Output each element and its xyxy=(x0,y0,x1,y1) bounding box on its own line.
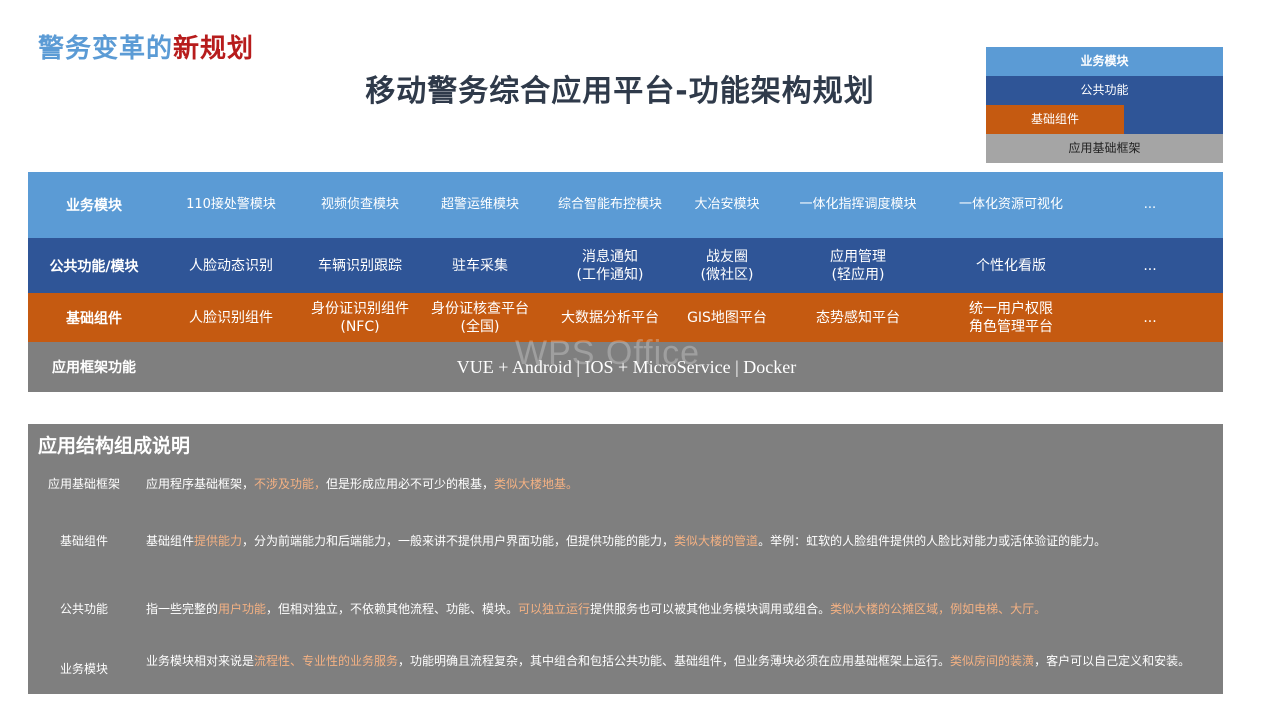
explanation-label: 公共功能 xyxy=(59,602,108,616)
common-cell: 消息通知 (工作通知) xyxy=(576,248,644,283)
business-cell: 一体化资源可视化 xyxy=(958,197,1063,212)
component-cell: 统一用户权限 角色管理平台 xyxy=(969,300,1053,335)
business-cell: 一体化指挥调度模块 xyxy=(799,197,917,212)
legend-business: 业务模块 xyxy=(986,47,1223,76)
common-cell: 人脸动态识别 xyxy=(189,257,273,274)
common-cell: 战友圈 (微社区) xyxy=(700,248,754,283)
row-label-business: 业务模块 xyxy=(66,198,122,214)
layer-legend: 业务模块 公共功能 基础组件 应用基础框架 xyxy=(986,47,1223,163)
common-cell: 应用管理 (轻应用) xyxy=(830,248,886,283)
body-text: ，但相对独立，不依赖其他流程、功能、模块。 xyxy=(266,602,519,616)
body-text: ，功能明确且流程复杂，其中组合和包括公共功能、基础组件，但业务薄块必须在应用基础… xyxy=(398,654,951,668)
component-cell: ... xyxy=(1143,309,1157,326)
legend-components: 基础组件 xyxy=(986,105,1124,134)
highlight-text: 流程性、专业性的业务服务 xyxy=(254,654,399,668)
architecture-grid: 业务模块 110接处警模块 视频侦查模块 超警运维模块 综合智能布控模块 大冶安… xyxy=(28,172,1223,392)
row-label-framework: 应用框架功能 xyxy=(52,360,136,376)
body-text: 业务模块相对来说是 xyxy=(146,654,255,668)
common-cell: 车辆识别跟踪 xyxy=(318,257,402,274)
body-text: ，分为前端能力和后端能力，一般来讲不提供用户界面功能，但提供功能的能力， xyxy=(242,534,675,548)
body-text: 指一些完整的 xyxy=(146,602,219,616)
body-text: 但是形成应用必不可少的根基， xyxy=(326,477,495,491)
explanation-title: 应用结构组成说明 xyxy=(38,435,191,457)
highlight-text: 不涉及功能， xyxy=(254,477,327,491)
component-cell: GIS地图平台 xyxy=(687,309,767,326)
highlight-text: 提供能力 xyxy=(194,534,243,548)
component-cell: 大数据分析平台 xyxy=(561,309,659,326)
business-cell: 视频侦查模块 xyxy=(320,197,399,212)
main-title: 移动警务综合应用平台-功能架构规划 xyxy=(365,74,875,109)
business-cell: 110接处警模块 xyxy=(186,197,276,212)
business-cell: 大冶安模块 xyxy=(694,197,760,212)
explanation-text: 应用程序基础框架，不涉及功能，但是形成应用必不可少的根基，类似大楼地基。 xyxy=(146,475,1216,493)
highlight-text: 用户功能 xyxy=(218,602,267,616)
component-cell: 人脸识别组件 xyxy=(189,309,273,326)
explanation-text: 基础组件提供能力，分为前端能力和后端能力，一般来讲不提供用户界面功能，但提供功能… xyxy=(146,532,1216,550)
highlight-text: 类似大楼的管道 xyxy=(674,534,759,548)
explanation-panel: 应用结构组成说明 应用基础框架 应用程序基础框架，不涉及功能，但是形成应用必不可… xyxy=(28,424,1223,694)
common-cell: 个性化看版 xyxy=(976,257,1046,274)
highlight-text: 类似房间的装潢 xyxy=(950,654,1035,668)
business-cell: 综合智能布控模块 xyxy=(557,197,662,212)
business-cell: 超警运维模块 xyxy=(440,197,519,212)
kicker-part-1: 警务变革的 xyxy=(38,34,174,64)
highlight-text: 类似大楼地基。 xyxy=(494,477,579,491)
body-text: 基础组件 xyxy=(146,534,195,548)
legend-framework: 应用基础框架 xyxy=(986,134,1223,163)
component-cell: 身份证识别组件 (NFC) xyxy=(311,300,409,335)
explanation-text: 业务模块相对来说是流程性、专业性的业务服务，功能明确且流程复杂，其中组合和包括公… xyxy=(146,652,1216,670)
business-cell: ... xyxy=(1143,197,1157,212)
common-cell: 驻车采集 xyxy=(452,257,508,274)
row-business-modules: 业务模块 110接处警模块 视频侦查模块 超警运维模块 综合智能布控模块 大冶安… xyxy=(28,172,1223,238)
legend-common: 公共功能 xyxy=(986,76,1223,105)
row-common-functions: 公共功能/模块 人脸动态识别 车辆识别跟踪 驻车采集 消息通知 (工作通知) 战… xyxy=(28,238,1223,293)
highlight-text: 类似大楼的公摊区域，例如电梯、大厅。 xyxy=(830,602,1047,616)
row-label-components: 基础组件 xyxy=(66,310,122,327)
common-cell: ... xyxy=(1143,257,1157,274)
highlight-text: 可以独立运行 xyxy=(518,602,591,616)
explanation-label: 业务模块 xyxy=(59,662,108,676)
explanation-label: 应用基础框架 xyxy=(47,477,120,491)
legend-components-row: 基础组件 xyxy=(986,105,1223,134)
body-text: 应用程序基础框架， xyxy=(146,477,255,491)
explanation-label: 基础组件 xyxy=(59,534,108,548)
framework-tech-stack: VUE + Android | IOS + MicroService | Doc… xyxy=(456,356,797,377)
slide-kicker-title: 警务变革的新规划 xyxy=(38,28,254,65)
body-text: 。举例：虹软的人脸组件提供的人脸比对能力或活体验证的能力。 xyxy=(758,534,1107,548)
component-cell: 身份证核查平台 (全国) xyxy=(431,300,529,335)
component-cell: 态势感知平台 xyxy=(816,309,900,326)
kicker-part-2: 新规划 xyxy=(173,34,255,64)
row-base-components: 基础组件 人脸识别组件 身份证识别组件 (NFC) 身份证核查平台 (全国) 大… xyxy=(28,293,1223,342)
body-text: ，客户可以自己定义和安装。 xyxy=(1034,654,1191,668)
row-label-common: 公共功能/模块 xyxy=(49,258,139,275)
explanation-text: 指一些完整的用户功能，但相对独立，不依赖其他流程、功能、模块。可以独立运行提供服… xyxy=(146,600,1216,618)
row-app-framework: 应用框架功能 VUE + Android | IOS + MicroServic… xyxy=(28,342,1223,392)
body-text: 提供服务也可以被其他业务模块调用或组合。 xyxy=(590,602,831,616)
